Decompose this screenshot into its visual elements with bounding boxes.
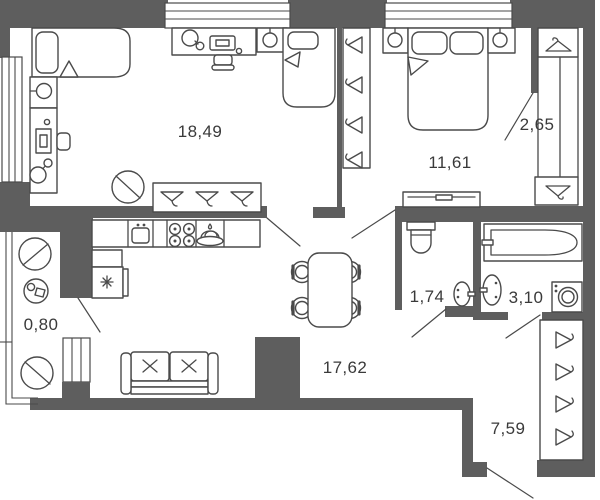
laptop-icon xyxy=(209,35,243,55)
wardrobe-hanger-icon xyxy=(537,27,579,58)
washbasin-icon xyxy=(453,281,476,307)
window-icon xyxy=(1,56,23,183)
door-swing-icon xyxy=(77,297,101,333)
door-swings xyxy=(77,92,541,499)
stove-icon xyxy=(168,222,196,248)
kitchen-sink-icon xyxy=(131,223,150,244)
bar-stool-icon xyxy=(160,191,184,207)
door-swing-icon xyxy=(486,467,534,499)
desk-lamp-icon xyxy=(181,29,205,51)
nightstand-lamp-icon xyxy=(382,27,409,54)
door-swing-icon xyxy=(411,308,447,338)
room-kitchen-living xyxy=(29,27,336,213)
armchair-icon xyxy=(111,170,145,204)
room-label-kitchen-living: 18,49 xyxy=(178,122,223,141)
room-hallway xyxy=(539,319,584,461)
door-swing-icon xyxy=(351,209,396,239)
room-living-dining xyxy=(120,252,362,395)
room-label-closet: 2,65 xyxy=(520,115,555,134)
washbasin-icon xyxy=(479,274,502,306)
armchair-icon xyxy=(18,237,52,271)
chair-icon xyxy=(56,132,71,151)
coffee-table-icon xyxy=(23,278,49,304)
single-bed-icon xyxy=(282,27,336,108)
room-balcony xyxy=(18,237,54,390)
nightstand-lamp-icon xyxy=(256,27,288,53)
pillow-icon xyxy=(449,31,484,55)
desk-lamp-icon xyxy=(29,158,53,184)
bed-icon xyxy=(31,27,131,78)
desk-icon xyxy=(171,27,257,56)
room-label-balcony: 0,80 xyxy=(24,315,59,334)
room-bedroom xyxy=(342,27,516,208)
bar-counter-icon xyxy=(152,182,262,213)
dining-table-icon xyxy=(290,252,362,328)
room-label-bathroom: 3,10 xyxy=(509,288,544,307)
door-swing-icon xyxy=(504,92,534,141)
chair-icon xyxy=(211,54,235,71)
room-label-toilet: 1,74 xyxy=(410,287,445,306)
kitchen-counter xyxy=(91,219,261,299)
fridge-icon xyxy=(91,266,129,299)
sofa-icon xyxy=(120,351,219,395)
wardrobe-hanger-icon xyxy=(342,27,371,169)
room-labels: 18,49 11,61 2,65 1,74 3,10 0,80 17,62 7,… xyxy=(24,115,555,438)
room-closet xyxy=(534,27,579,206)
dishes-icon xyxy=(196,223,224,247)
washing-machine-icon xyxy=(551,281,583,313)
bar-stool-icon xyxy=(195,191,219,207)
window-icon xyxy=(62,337,91,400)
room-bathroom xyxy=(479,223,583,313)
window-icon xyxy=(384,2,513,29)
wardrobe-hanger-icon xyxy=(539,319,584,461)
walls xyxy=(0,0,595,477)
wardrobe-hanger-icon xyxy=(534,176,579,206)
bathtub-icon xyxy=(481,223,583,262)
window-icon xyxy=(164,2,291,29)
closet-rod xyxy=(537,56,579,178)
room-toilet xyxy=(406,221,476,307)
windows xyxy=(0,2,513,405)
dresser-icon xyxy=(402,191,481,208)
double-bed-icon xyxy=(407,27,489,131)
kitchen-cabinet xyxy=(91,249,123,268)
toilet-icon xyxy=(406,221,436,254)
room-label-living-dining: 17,62 xyxy=(323,358,368,377)
nightstand-lamp-icon xyxy=(487,27,516,54)
pillow-icon xyxy=(411,31,448,55)
desk-icon xyxy=(29,107,71,194)
room-label-bedroom: 11,61 xyxy=(428,153,471,172)
nightstand-lamp-icon xyxy=(29,76,58,109)
door-swing-icon xyxy=(266,217,301,247)
room-label-hallway: 7,59 xyxy=(491,419,526,438)
bar-stool-icon xyxy=(230,191,254,207)
door-swing-icon xyxy=(505,314,541,339)
balcony-glazing xyxy=(0,232,38,405)
armchair-icon xyxy=(20,356,54,390)
dining-chair-icon xyxy=(290,296,314,320)
